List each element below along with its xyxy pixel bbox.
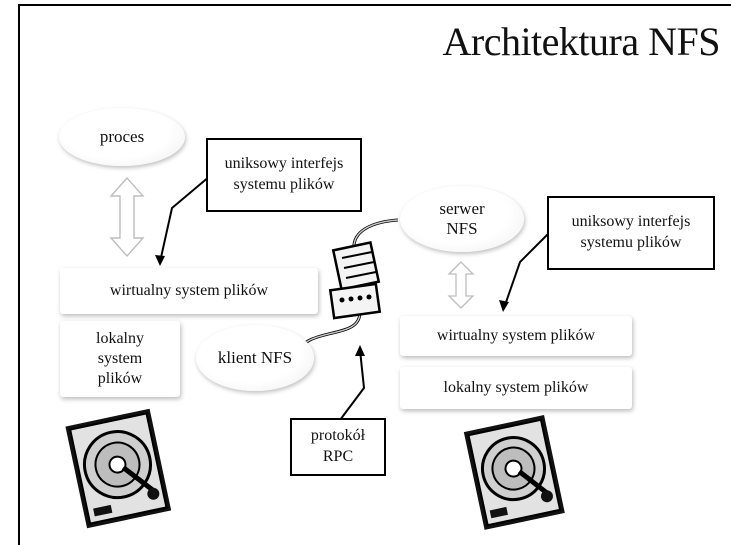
- process-node: proces: [59, 108, 185, 166]
- rpc-protocol-callout: protokół RPC: [290, 418, 386, 476]
- callout-pointer-server: [503, 233, 549, 309]
- callout-pointer-protocol: [339, 349, 366, 421]
- hard-disk-icon: [65, 408, 172, 529]
- client-vfs-layer: wirtualny system plików: [60, 268, 318, 314]
- server-interface-callout: uniksowy interfejs systemu plików: [547, 196, 715, 270]
- slide-border-top: [18, 4, 731, 6]
- server-vfs-layer: wirtualny system plików: [400, 316, 632, 356]
- client-local-fs-layer: lokalny system plików: [60, 321, 180, 397]
- callout-pointer-client: [159, 175, 211, 263]
- nfs-server-node: serwer NFS: [400, 186, 524, 252]
- slide-border-left: [18, 4, 20, 545]
- server-local-fs-layer: lokalny system plików: [400, 367, 632, 409]
- double-arrow-icon: [109, 176, 145, 258]
- client-interface-callout: uniksowy interfejs systemu plików: [206, 138, 362, 212]
- double-arrow-icon: [447, 261, 475, 309]
- hard-disk-icon: [463, 415, 565, 530]
- slide-title: Architektura NFS: [442, 19, 720, 64]
- nfs-client-node: klient NFS: [196, 325, 314, 391]
